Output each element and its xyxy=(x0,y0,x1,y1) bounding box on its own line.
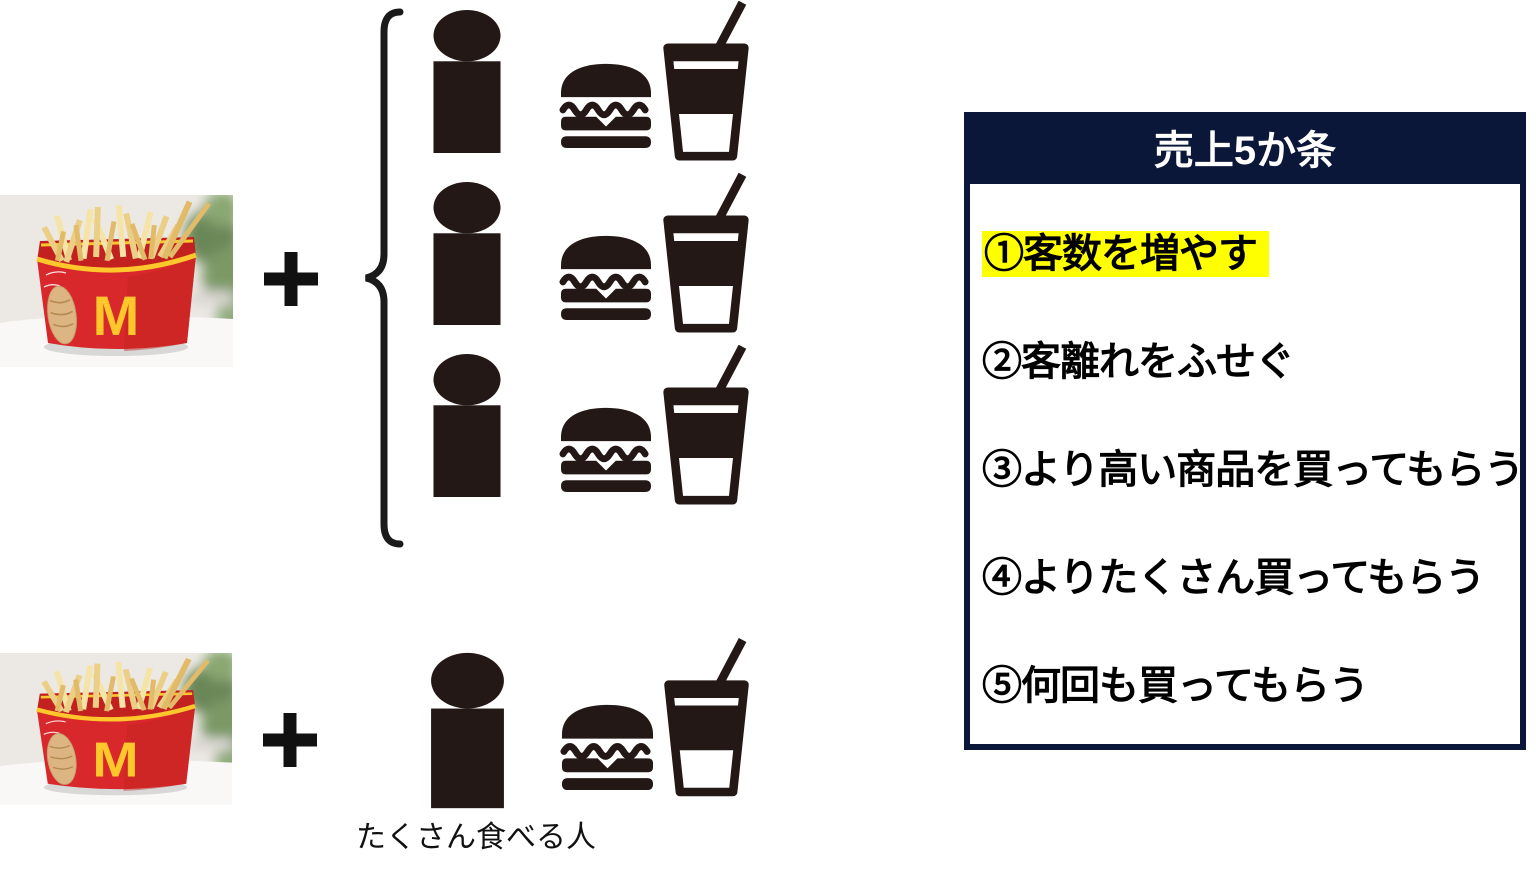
burger-icon xyxy=(557,60,655,150)
rule-item-2-label: ②客離れをふせぐ xyxy=(982,340,1295,384)
person-icon xyxy=(432,182,502,325)
rule-item-3: ③より高い商品を買ってもらう xyxy=(982,441,1524,499)
big-eater-caption: たくさん食べる人 xyxy=(356,821,596,854)
panel-title: 売上5か条 xyxy=(1153,129,1337,173)
person-icon xyxy=(432,10,502,153)
panel-header: 売上5か条 xyxy=(970,118,1520,184)
burger-icon xyxy=(558,698,657,795)
drink-icon xyxy=(659,634,754,798)
rule-item-4: ④よりたくさん買ってもらう xyxy=(982,549,1485,607)
burger-icon xyxy=(557,232,655,322)
rule-item-4-label: ④よりたくさん買ってもらう xyxy=(982,556,1485,600)
plus-icon-top xyxy=(264,252,318,306)
person-icon xyxy=(430,651,505,810)
fries-photo-bottom xyxy=(0,653,232,805)
drink-icon xyxy=(658,0,754,161)
fries-photo-top xyxy=(0,195,233,367)
plus-icon-bottom xyxy=(263,713,317,767)
rule-item-5: ⑤何回も買ってもらう xyxy=(982,657,1369,715)
sales-rules-panel: 売上5か条 ①客数を増やす ②客離れをふせぐ ③より高い商品を買ってもらう ④よ… xyxy=(964,112,1526,750)
burger-icon xyxy=(557,404,655,494)
drink-icon xyxy=(658,170,754,333)
drink-icon xyxy=(658,342,754,505)
rule-item-3-label: ③より高い商品を買ってもらう xyxy=(982,448,1524,492)
rule-item-1: ①客数を増やす xyxy=(982,225,1269,283)
brace-icon xyxy=(365,8,404,548)
rule-item-2: ②客離れをふせぐ xyxy=(982,333,1295,391)
person-icon xyxy=(432,354,502,497)
panel-body: ①客数を増やす ②客離れをふせぐ ③より高い商品を買ってもらう ④よりたくさん買… xyxy=(970,184,1524,744)
rule-item-1-highlight: ①客数を増やす xyxy=(982,231,1269,277)
rule-item-5-label: ⑤何回も買ってもらう xyxy=(982,664,1369,708)
